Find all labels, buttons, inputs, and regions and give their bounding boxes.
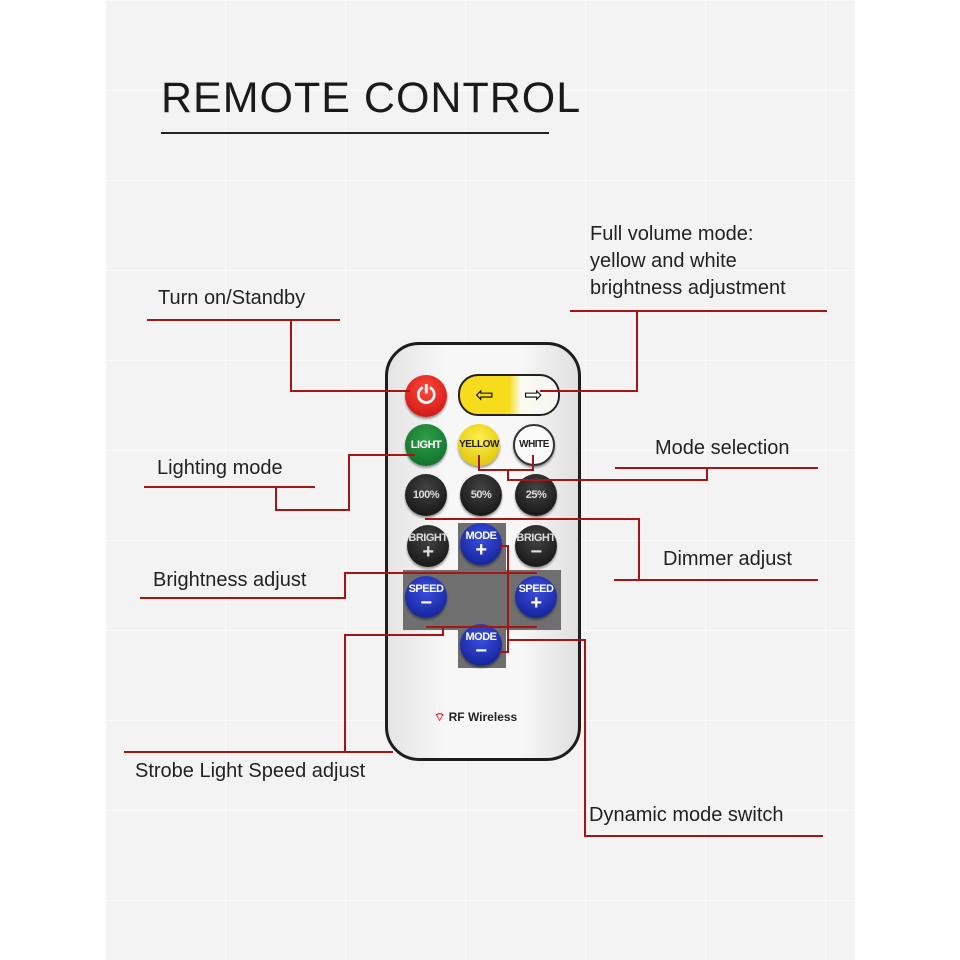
dim-50-button[interactable]: 50% <box>460 474 502 516</box>
minus-icon: − <box>530 541 542 563</box>
label-strobe: Strobe Light Speed adjust <box>135 760 366 782</box>
callout-brightness <box>344 572 346 599</box>
callout-dimmer <box>638 518 640 581</box>
dim-25-button[interactable]: 25% <box>515 474 557 516</box>
callout-mode-selection <box>615 467 818 469</box>
callout-strobe <box>426 626 537 628</box>
callout-strobe <box>442 626 444 636</box>
rf-wireless-brand: ⌔ RF Wireless <box>434 710 517 725</box>
power-button[interactable]: ⏻ <box>405 375 447 417</box>
callout-brightness <box>140 597 345 599</box>
brand-text: RF Wireless <box>448 710 518 724</box>
callout-dynamic <box>585 835 823 837</box>
power-icon: ⏻ <box>416 382 436 409</box>
callout-mode-selection <box>706 467 708 481</box>
label-full-volume-3: brightness adjustment <box>590 277 786 299</box>
light-button[interactable]: LIGHT <box>405 424 447 466</box>
callout-dynamic <box>507 639 586 641</box>
wireless-icon: ⌔ <box>434 710 446 724</box>
speed-label: SPEED <box>408 583 444 595</box>
plus-icon: + <box>475 539 487 561</box>
bright-minus-button[interactable]: BRIGHT− <box>515 525 557 567</box>
white-button[interactable]: WHITE <box>513 424 555 466</box>
dim-100-button[interactable]: 100% <box>405 474 447 516</box>
speed-label: SPEED <box>518 583 554 595</box>
callout-dimmer <box>425 518 639 520</box>
mode-label: MODE <box>465 631 498 643</box>
label-full-volume-1: Full volume mode: <box>590 223 754 245</box>
callout-strobe <box>344 634 444 636</box>
bright-label: BRIGHT <box>516 532 556 544</box>
mode-label: MODE <box>465 530 498 542</box>
speed-minus-button[interactable]: SPEED− <box>405 576 447 618</box>
callout-lighting <box>275 509 350 511</box>
callout-mode-selection <box>532 455 534 471</box>
callout-dynamic <box>500 651 509 653</box>
callout-power <box>147 319 340 321</box>
brightness-rocker[interactable]: ⇦ ⇨ <box>458 374 560 416</box>
bright-plus-button[interactable]: BRIGHT+ <box>407 525 449 567</box>
label-mode-selection: Mode selection <box>655 437 790 459</box>
mode-minus-button[interactable]: MODE− <box>460 624 502 666</box>
callout-dynamic <box>500 545 509 547</box>
callout-lighting <box>275 486 277 511</box>
callout-dynamic <box>507 545 509 653</box>
callout-strobe <box>344 634 346 753</box>
label-dynamic: Dynamic mode switch <box>589 804 784 826</box>
callout-full-volume <box>540 390 638 392</box>
callout-power <box>290 390 410 392</box>
arrow-left-icon: ⇦ <box>475 382 494 407</box>
label-full-volume-2: yellow and white <box>590 250 737 272</box>
label-power: Turn on/Standby <box>158 287 306 309</box>
plus-icon: + <box>530 592 542 614</box>
mode-plus-button[interactable]: MODE+ <box>460 523 502 565</box>
plus-icon: + <box>422 541 434 563</box>
title-underline <box>161 132 549 134</box>
callout-full-volume <box>570 310 827 312</box>
label-brightness: Brightness adjust <box>153 569 307 591</box>
bright-label: BRIGHT <box>408 532 448 544</box>
page-title: REMOTE CONTROL <box>161 74 582 122</box>
callout-full-volume <box>636 310 638 392</box>
callout-brightness <box>344 572 537 574</box>
callout-lighting <box>144 486 315 488</box>
callout-mode-selection <box>507 469 509 481</box>
callout-power <box>290 319 292 392</box>
label-dimmer: Dimmer adjust <box>663 548 792 570</box>
callout-mode-selection <box>478 455 480 471</box>
arrow-right-icon: ⇨ <box>524 382 543 407</box>
callout-strobe <box>124 751 393 753</box>
callout-dimmer <box>614 579 818 581</box>
callout-dynamic <box>584 639 586 837</box>
minus-icon: − <box>420 592 432 614</box>
label-lighting-mode: Lighting mode <box>157 457 283 479</box>
minus-icon: − <box>475 640 487 662</box>
callout-mode-selection <box>478 469 534 471</box>
callout-lighting <box>348 454 415 456</box>
speed-plus-button[interactable]: SPEED+ <box>515 576 557 618</box>
callout-lighting <box>348 454 350 511</box>
callout-mode-selection <box>507 479 708 481</box>
